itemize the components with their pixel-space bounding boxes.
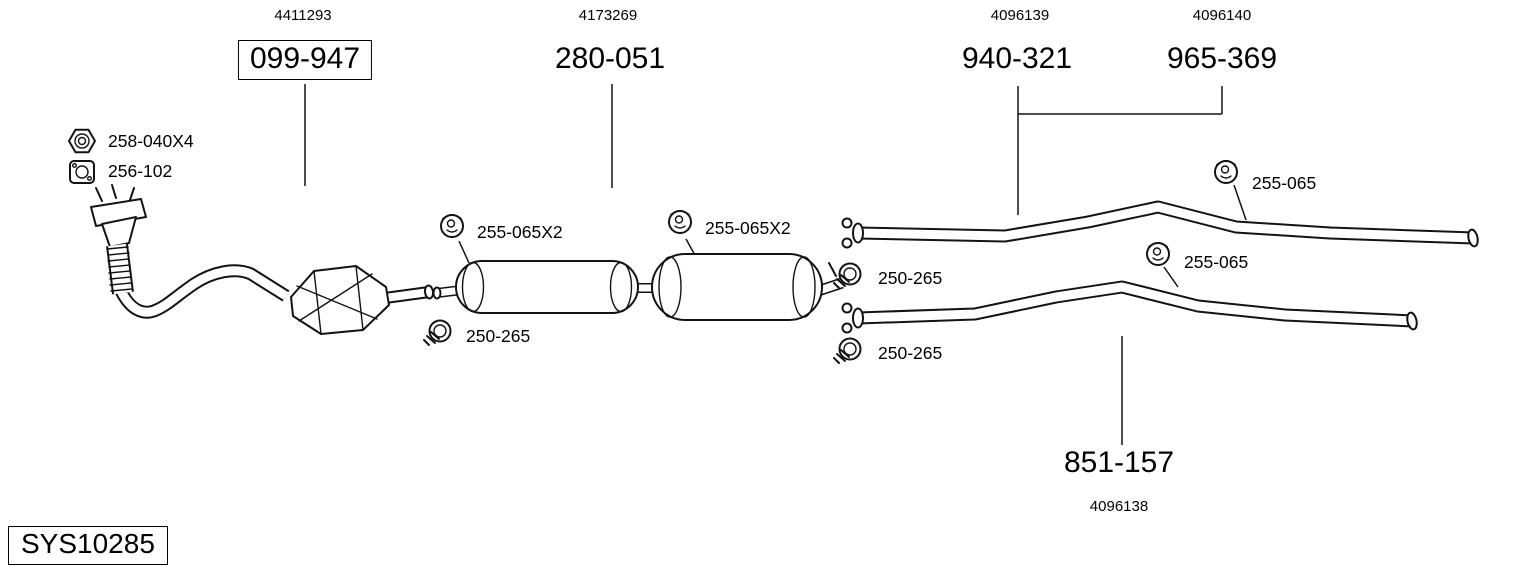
part-label-hanger-right-top: 255-065 xyxy=(1252,173,1317,193)
part-label-clamp-lower: 250-265 xyxy=(878,343,943,363)
upper-tail-pipe-drawing xyxy=(841,200,1479,249)
catalytic-converter-drawing xyxy=(290,265,435,335)
part-label-gasket: 256-102 xyxy=(108,161,173,181)
rubber-hanger-icon xyxy=(1146,242,1170,266)
part-label-clamp-upper: 250-265 xyxy=(878,268,943,288)
callout-lines xyxy=(304,84,1247,445)
ref-label-center-muffler: 4173269 xyxy=(578,7,638,24)
part-label-hanger-right-mid: 255-065 xyxy=(1184,252,1249,272)
front-pipe-drawing xyxy=(90,184,290,319)
rubber-hanger-icon xyxy=(1214,160,1238,184)
rear-muffler-drawing xyxy=(651,253,844,321)
rubber-hanger-icon xyxy=(668,210,692,234)
part-label-nut: 258-040X4 xyxy=(108,131,194,151)
part-label-tail-pipe-lower: 965-369 xyxy=(1166,42,1278,75)
part-label-hanger-center-2: 255-065X2 xyxy=(705,218,791,238)
part-label-tail-pipe-upper: 940-321 xyxy=(961,42,1073,75)
clamp-icon xyxy=(423,319,452,346)
lower-tail-pipe-drawing xyxy=(841,280,1418,334)
gasket-icon xyxy=(69,160,95,184)
part-label-front-pipe: 099-947 xyxy=(237,40,373,81)
ref-label-tail-pipe-upper: 4096139 xyxy=(990,7,1050,24)
part-label-center-muffler: 280-051 xyxy=(554,42,666,75)
part-label-hanger-center-1: 255-065X2 xyxy=(477,222,563,242)
part-label-clamp-front: 250-265 xyxy=(466,326,531,346)
ref-label-tail-pipe-lower: 4096140 xyxy=(1192,7,1252,24)
hex-nut-icon xyxy=(68,128,96,154)
ref-label-front-pipe: 4411293 xyxy=(274,7,332,24)
rubber-hanger-icon xyxy=(440,214,464,238)
part-label-rear-pipe: 851-157 xyxy=(1063,446,1175,479)
ref-label-rear-pipe: 4096138 xyxy=(1089,498,1149,515)
system-code-badge: SYS10285 xyxy=(8,526,168,566)
clamp-icon xyxy=(833,337,862,364)
center-muffler-drawing xyxy=(432,260,664,314)
